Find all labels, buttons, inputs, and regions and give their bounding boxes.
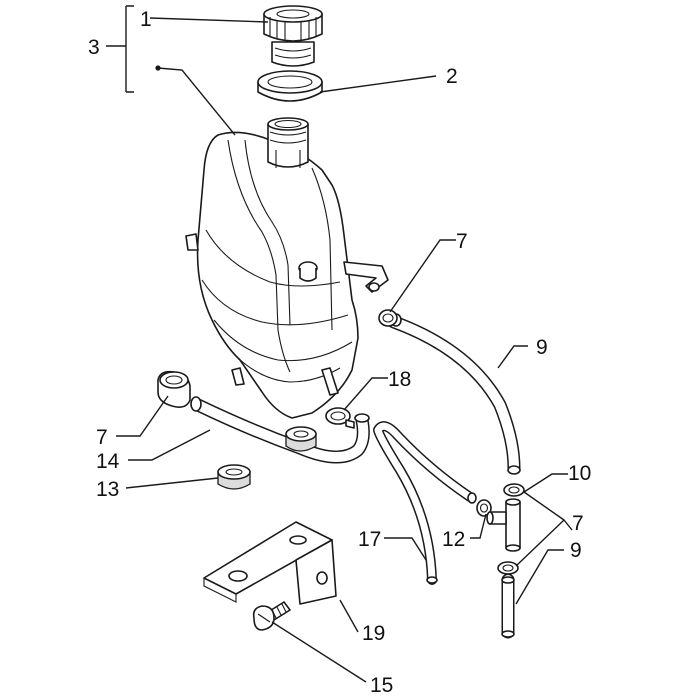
clamp-upper: [378, 309, 398, 327]
mounting-bracket: [203, 521, 337, 605]
clamp-tee-left: [476, 499, 492, 517]
label-part-7-left: 7: [96, 426, 108, 449]
hose-short: [501, 573, 515, 639]
label-part-2: 2: [446, 65, 458, 88]
clamp-tee-top: [503, 483, 525, 497]
label-part-10: 10: [568, 462, 591, 485]
grommet-center: [285, 426, 317, 452]
label-part-7-right: 7: [572, 512, 584, 535]
label-part-19: 19: [362, 622, 385, 645]
label-part-1: 1: [140, 8, 152, 31]
clamp-left: [157, 370, 191, 408]
filler-cap: [263, 5, 323, 67]
clamp-center: [325, 407, 355, 429]
label-part-3: 3: [88, 36, 100, 59]
label-part-17: 17: [358, 528, 381, 551]
part-labels: 1 2 3 7 7 7 9 9 10 12 13 14 15 17 18 19: [88, 8, 591, 697]
grommet-lower: [217, 464, 251, 490]
label-part-9-upper: 9: [536, 336, 548, 359]
label-part-9-lower: 9: [570, 539, 582, 562]
label-part-18: 18: [388, 368, 411, 391]
clamp-tee-bottom: [497, 561, 519, 575]
seal-ring: [257, 70, 323, 102]
hose-loop: [373, 421, 477, 585]
hose-lower: [190, 396, 370, 464]
label-part-7-upper: 7: [456, 230, 468, 253]
label-part-15: 15: [370, 674, 393, 697]
expansion-tank: [185, 117, 389, 419]
leader-lines: [106, 5, 573, 683]
label-part-14: 14: [96, 450, 120, 473]
label-part-12: 12: [442, 528, 465, 551]
label-part-13: 13: [96, 478, 119, 501]
tee-fitting: [486, 498, 521, 552]
screw: [252, 601, 291, 631]
